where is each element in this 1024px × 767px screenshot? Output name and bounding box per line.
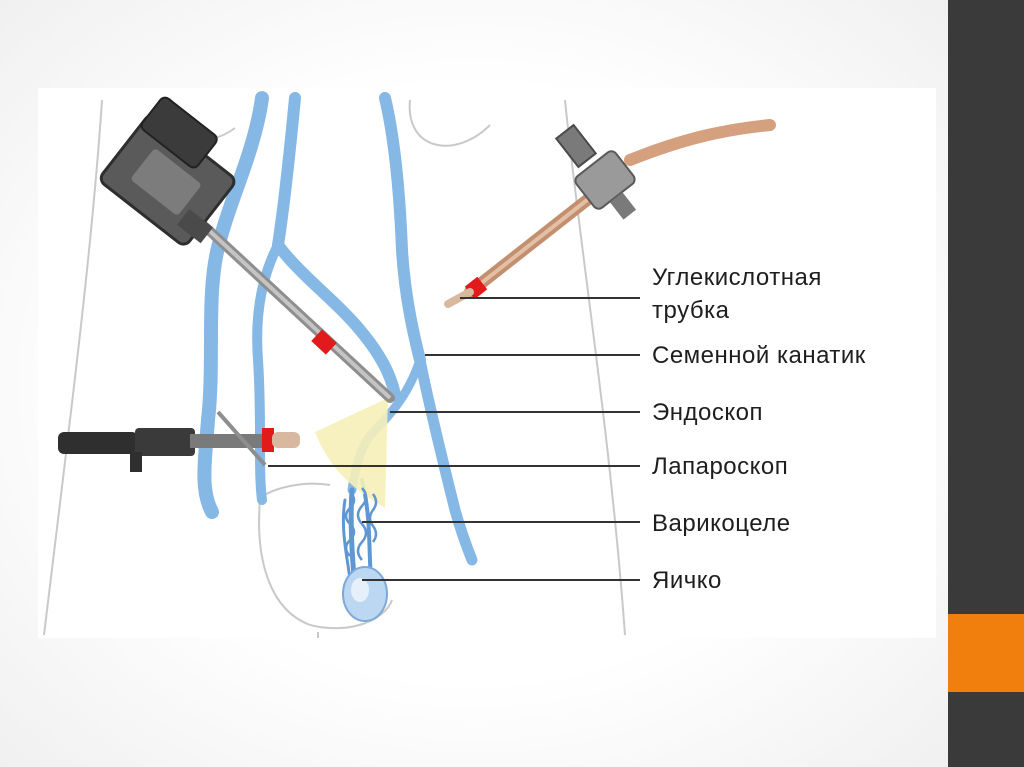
testis-highlight <box>351 578 369 602</box>
label-laparoscope: Лапароскоп <box>652 453 789 480</box>
anatomy-illustration <box>43 91 776 638</box>
light-cone <box>315 398 388 508</box>
leader-lines <box>268 297 640 581</box>
label-endoscope: Эндоскоп <box>652 399 763 426</box>
diagram-figure <box>38 88 936 638</box>
side-accent <box>948 614 1024 692</box>
label-spermatic-cord: Семенной канатик <box>652 342 866 369</box>
endoscope-instrument-icon <box>99 96 395 403</box>
label-co2-tube-line2: трубка <box>652 297 730 324</box>
label-varicocele: Варикоцеле <box>652 510 791 537</box>
varicocele-icon <box>344 487 378 561</box>
co2-tube-instrument-icon <box>444 119 776 308</box>
label-testis: Яичко <box>652 567 722 594</box>
laparoscope-instrument-icon <box>58 410 300 472</box>
label-co2-tube-line1: Углекислотная <box>652 264 822 291</box>
label-co2-tube: Углекислотная трубка <box>652 261 822 327</box>
